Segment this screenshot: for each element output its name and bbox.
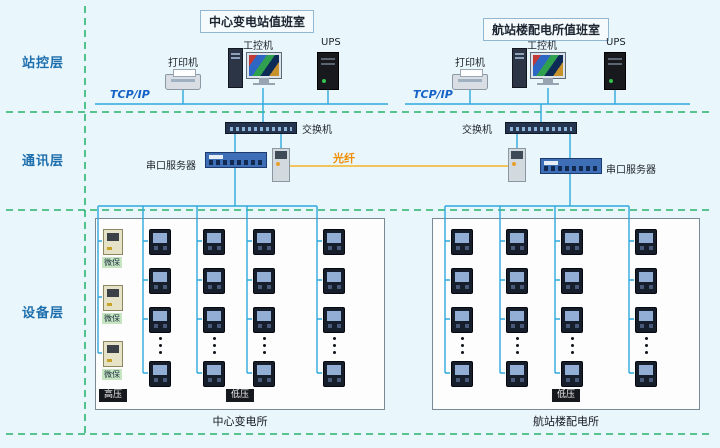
power-meter: [635, 229, 657, 255]
left-pc-label: 工控机: [243, 41, 273, 52]
power-meter: [635, 361, 657, 387]
scada-screen: [533, 55, 563, 76]
left-printer-icon: [165, 69, 201, 90]
left-ups-icon: [317, 52, 339, 90]
right-switch-label: 交换机: [462, 125, 492, 136]
micro-protection-label: 微保: [102, 369, 122, 380]
ellipsis-dots-icon: [645, 337, 648, 340]
micro-protection-label: 微保: [102, 257, 122, 268]
power-meter: [203, 361, 225, 387]
power-meter: [203, 229, 225, 255]
fiber-label: 光纤: [333, 152, 355, 165]
micro-protection-device: [103, 341, 123, 367]
power-meter: [635, 307, 657, 333]
right-serial-server-label: 串口服务器: [606, 165, 656, 176]
high-voltage-tag: 高压: [99, 389, 128, 402]
left-substation-panel: 微保 微保 微保 高压 低压: [95, 218, 385, 410]
power-meter: [203, 307, 225, 333]
left-serial-server-label: 串口服务器: [146, 161, 196, 172]
power-meter: [561, 268, 583, 294]
low-voltage-tag: 低压: [551, 389, 581, 402]
right-panel-caption: 航站楼配电所: [533, 415, 599, 428]
ellipsis-dots-icon: [571, 337, 574, 340]
ellipsis-dots-icon: [333, 337, 336, 340]
left-printer-label: 打印机: [168, 58, 198, 69]
right-printer-icon: [452, 69, 488, 90]
left-panel-caption: 中心变电所: [212, 415, 268, 428]
monitor-base: [253, 83, 275, 85]
layer-label-device: 设备层: [21, 306, 64, 321]
power-meter: [506, 229, 528, 255]
power-meter: [149, 268, 171, 294]
power-meter: [323, 229, 345, 255]
power-meter: [451, 268, 473, 294]
monitor-base: [537, 83, 559, 85]
power-meter: [253, 307, 275, 333]
power-meter: [506, 307, 528, 333]
power-meter: [253, 361, 275, 387]
right-tcpip-label: TCP/IP: [413, 88, 453, 101]
power-meter: [451, 361, 473, 387]
ellipsis-dots-icon: [213, 337, 216, 340]
micro-protection-label: 微保: [102, 313, 122, 324]
power-meter: [203, 268, 225, 294]
left-fiber-converter-icon: [272, 148, 290, 182]
left-tcpip-label: TCP/IP: [110, 88, 150, 101]
left-pc-tower-icon: [228, 48, 243, 88]
right-pc-monitor-icon: [530, 52, 566, 85]
ellipsis-dots-icon: [159, 337, 162, 340]
micro-protection-device: [103, 285, 123, 311]
power-meter: [149, 307, 171, 333]
power-meter: [253, 229, 275, 255]
power-meter: [323, 361, 345, 387]
micro-protection-device: [103, 229, 123, 255]
power-meter: [323, 268, 345, 294]
power-meter: [451, 307, 473, 333]
right-ups-icon: [604, 52, 626, 90]
right-serial-server-icon: [540, 158, 602, 174]
power-meter: [561, 307, 583, 333]
right-substation-panel: 低压: [432, 218, 700, 410]
left-ups-label: UPS: [321, 37, 341, 48]
left-switch-label: 交换机: [302, 125, 332, 136]
power-meter: [149, 229, 171, 255]
power-meter: [451, 229, 473, 255]
power-meter: [561, 361, 583, 387]
ellipsis-dots-icon: [516, 337, 519, 340]
left-pc-monitor-icon: [246, 52, 282, 85]
scada-screen: [249, 55, 279, 76]
ellipsis-dots-icon: [461, 337, 464, 340]
right-switch-icon: [505, 122, 577, 134]
left-switch-icon: [225, 122, 297, 134]
power-meter: [149, 361, 171, 387]
left-serial-server-icon: [205, 152, 267, 168]
right-pc-label: 工控机: [527, 41, 557, 52]
right-printer-label: 打印机: [455, 58, 485, 69]
low-voltage-tag: 低压: [225, 389, 255, 402]
layer-label-station-control: 站控层: [21, 56, 64, 71]
power-meter: [253, 268, 275, 294]
power-meter: [635, 268, 657, 294]
left-room-title: 中心变电站值班室: [200, 10, 315, 33]
layer-label-communication: 通讯层: [21, 154, 64, 169]
right-ups-label: UPS: [606, 37, 626, 48]
right-fiber-converter-icon: [508, 148, 526, 182]
ellipsis-dots-icon: [263, 337, 266, 340]
power-meter: [323, 307, 345, 333]
power-meter: [506, 268, 528, 294]
power-meter: [506, 361, 528, 387]
right-pc-tower-icon: [512, 48, 527, 88]
power-meter: [561, 229, 583, 255]
